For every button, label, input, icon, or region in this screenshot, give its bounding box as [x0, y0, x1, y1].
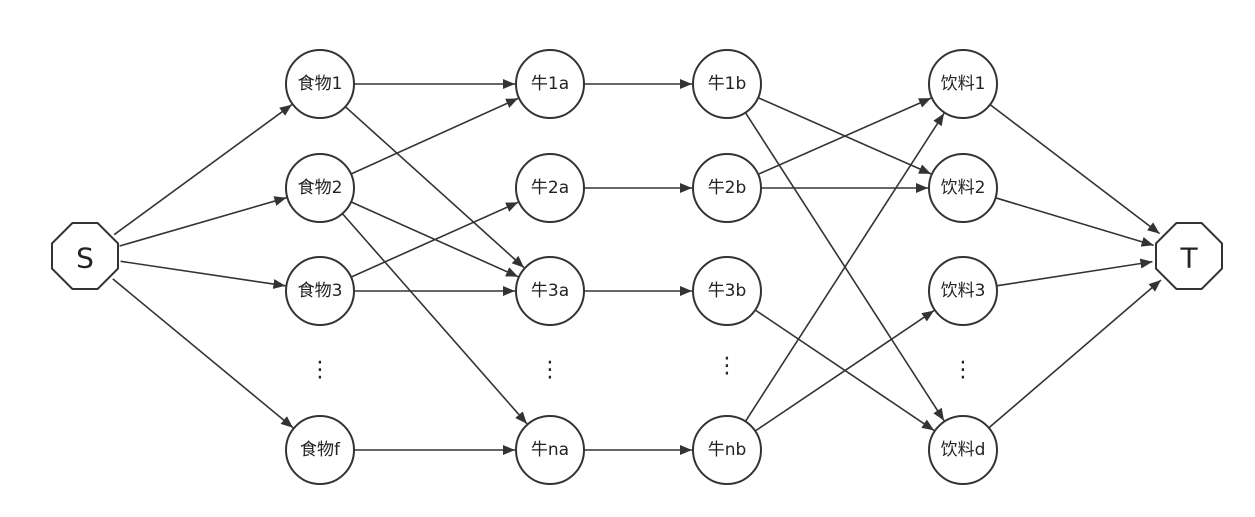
sink-label: T [1179, 242, 1198, 275]
edge-S-to-food-3 [112, 278, 294, 429]
edge-food-1-to-cow_a-3 [341, 213, 528, 425]
edge-food-0-to-cow_a-2 [344, 106, 525, 269]
cow-b-node-n-label: 牛nb [708, 440, 747, 460]
cow-b-column: 牛1b 牛2b 牛3b ⋮ 牛nb [692, 49, 762, 485]
food-node-3-label: 食物3 [298, 281, 343, 301]
drink-node-1-label: 饮料1 [941, 74, 986, 94]
cow-b-node-2-label: 牛2b [708, 178, 747, 198]
cow-a-node-n[interactable]: 牛na [515, 415, 585, 485]
edge-S-to-food-2 [120, 260, 286, 289]
edge-cow_b-1-to-drink-0 [757, 97, 932, 176]
edge-food-2-to-cow_a-1 [350, 201, 519, 278]
cow-a-node-3-label: 牛3a [531, 281, 569, 301]
cow-a-node-3[interactable]: 牛3a [515, 256, 585, 326]
food-node-1[interactable]: 食物1 [285, 49, 355, 119]
cow-b-node-3-label: 牛3b [708, 281, 747, 301]
cow-b-node-2[interactable]: 牛2b [692, 153, 762, 223]
food-node-3[interactable]: 食物3 [285, 256, 355, 326]
drink-node-3-label: 饮料3 [941, 281, 986, 301]
food-column: 食物1 食物2 食物3 ⋮ 食物f [285, 49, 355, 485]
cow-b-node-n[interactable]: 牛nb [692, 415, 762, 485]
source-label: S [76, 242, 94, 275]
cow-a-ellipsis: ⋮ [539, 358, 561, 383]
food-node-1-label: 食物1 [298, 74, 343, 94]
edge-food-1-to-cow_a-0 [350, 97, 519, 175]
sink-octagon [1155, 222, 1223, 290]
cow-a-column: 牛1a 牛2a 牛3a ⋮ 牛na [515, 49, 585, 485]
edge-drink-3-to-T [988, 279, 1162, 429]
cow-b-node-1-label: 牛1b [708, 74, 747, 94]
edge-cow_b-3-to-drink-2 [754, 309, 935, 432]
drink-column: 饮料1 饮料2 饮料3 ⋮ 饮料d [928, 49, 998, 485]
cow-a-node-1[interactable]: 牛1a [515, 49, 585, 119]
edge-S-to-food-1 [119, 196, 287, 247]
edges-layer [112, 79, 1162, 455]
drink-node-3[interactable]: 饮料3 [928, 256, 998, 326]
food-ellipsis: ⋮ [309, 358, 331, 383]
cow-a-node-n-label: 牛na [531, 440, 569, 460]
drink-node-2[interactable]: 饮料2 [928, 153, 998, 223]
food-node-f-label: 食物f [300, 440, 341, 460]
cow-b-node-3[interactable]: 牛3b [692, 256, 762, 326]
food-node-f[interactable]: 食物f [285, 415, 355, 485]
cow-a-node-1-label: 牛1a [531, 74, 569, 94]
drink-node-d[interactable]: 饮料d [928, 415, 998, 485]
cow-b-node-1[interactable]: 牛1b [692, 49, 762, 119]
edge-drink-2-to-T [996, 258, 1153, 287]
source-node[interactable]: S [51, 222, 119, 290]
source-octagon [51, 222, 119, 290]
food-node-2[interactable]: 食物2 [285, 153, 355, 223]
drink-ellipsis: ⋮ [952, 358, 974, 383]
edge-drink-1-to-T [995, 197, 1154, 247]
drink-node-d-label: 饮料d [941, 440, 986, 460]
cow-b-ellipsis: ⋮ [716, 354, 738, 379]
cow-a-node-2[interactable]: 牛2a [515, 153, 585, 223]
drink-node-2-label: 饮料2 [941, 178, 986, 198]
food-node-2-label: 食物2 [298, 178, 343, 198]
edge-drink-0-to-T [989, 103, 1161, 235]
cow-a-node-2-label: 牛2a [531, 178, 569, 198]
drink-node-1[interactable]: 饮料1 [928, 49, 998, 119]
edge-S-to-food-0 [113, 104, 293, 236]
sink-node[interactable]: T [1155, 222, 1223, 290]
edge-cow_b-3-to-drink-0 [744, 112, 945, 422]
